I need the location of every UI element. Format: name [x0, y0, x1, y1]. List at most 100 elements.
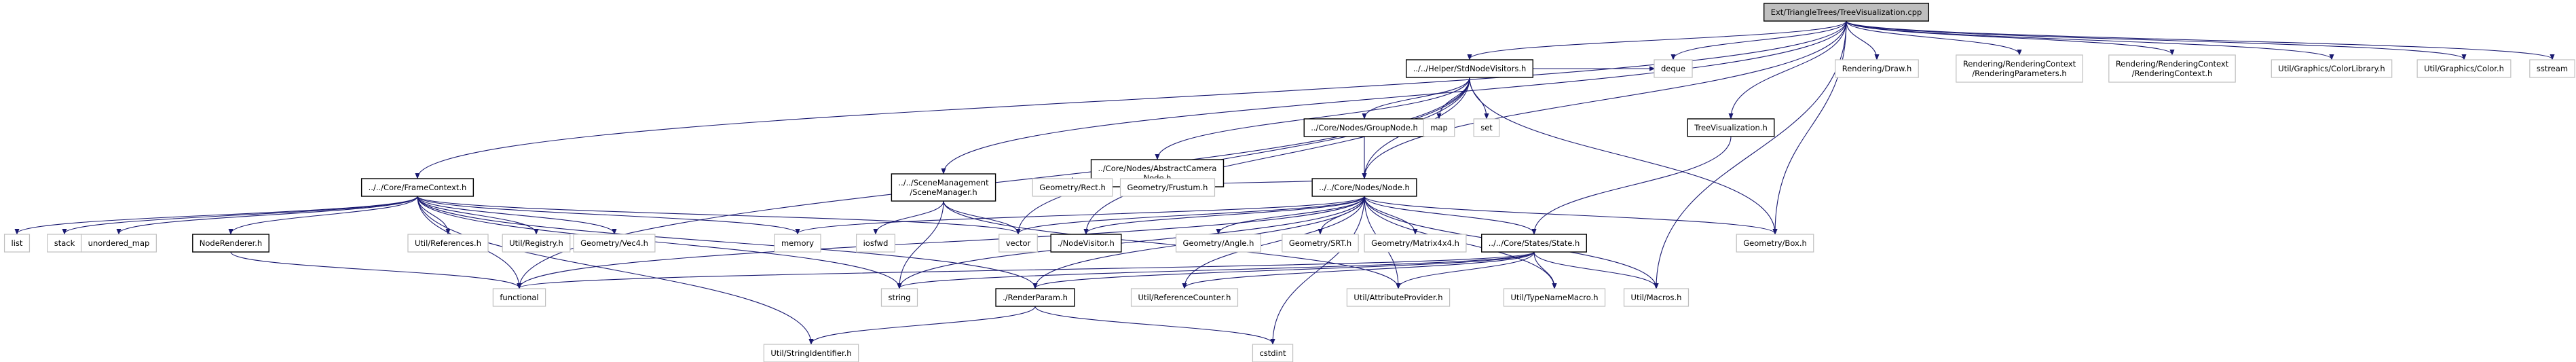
- edge-helper-groupnode: [1364, 77, 1470, 118]
- node-renderparam[interactable]: ./RenderParam.h: [995, 288, 1075, 307]
- node-label: ../../Core/FrameContext.h: [369, 183, 467, 192]
- node-label: Geometry/Box.h: [1743, 238, 1807, 248]
- node-box: [1956, 54, 2083, 83]
- edge-node-box: [1364, 196, 1775, 234]
- edge-node-vector: [1018, 196, 1365, 234]
- node-scenemgr[interactable]: ../../SceneManagement/SceneManager.h: [891, 173, 996, 202]
- edge-node-angle: [1218, 196, 1365, 234]
- edge-node-string: [899, 196, 1365, 288]
- edge-state-macros: [1533, 251, 1656, 288]
- node-umap: unordered_map: [81, 234, 157, 253]
- node-box: [763, 344, 859, 362]
- edge-noderenderer-functional: [230, 251, 519, 288]
- node-box: [2529, 59, 2575, 78]
- edge-root-colorlib: [1846, 20, 2332, 59]
- node-box: [2108, 54, 2236, 83]
- node-layer: Ext/TriangleTrees/TreeVisualization.cpp.…: [3, 3, 2575, 362]
- edge-node-refcounter: [1184, 196, 1365, 288]
- node-framectx[interactable]: ../../Core/FrameContext.h: [360, 178, 474, 197]
- node-box: [1473, 118, 1500, 137]
- node-functional: functional: [492, 288, 546, 307]
- node-set: set: [1473, 118, 1500, 137]
- node-noderenderer[interactable]: NodeRenderer.h: [192, 234, 269, 253]
- edge-root-draw: [1846, 20, 1877, 59]
- edge-node-functional: [519, 196, 1365, 288]
- node-box: [1406, 59, 1533, 78]
- edge-treevis-state: [1534, 136, 1732, 234]
- node-string: string: [880, 288, 918, 307]
- node-label: Util/Macros.h: [1631, 293, 1682, 302]
- node-box: [1364, 234, 1467, 253]
- edge-framectx-vector: [417, 196, 1018, 234]
- node-box: [880, 288, 918, 307]
- node-list: list: [3, 234, 31, 253]
- node-box: [1654, 59, 1693, 78]
- edge-helper-box: [1469, 77, 1775, 234]
- edge-state-functional: [519, 251, 1535, 288]
- edge-scenemgr-attrprov: [943, 200, 1398, 288]
- edge-node-state: [1364, 196, 1534, 234]
- edge-state-attrprov: [1398, 251, 1535, 288]
- node-box: [1303, 118, 1425, 137]
- edge-framectx-noderenderer: [231, 196, 418, 234]
- node-utilreg: Util/Registry.h: [502, 234, 571, 253]
- edge-scenemgr-vector: [943, 200, 1018, 234]
- edge-helper-vector: [1018, 77, 1470, 234]
- node-label: Ext/TriangleTrees/TreeVisualization.cpp: [1771, 7, 1922, 17]
- edge-framectx-memory: [417, 196, 798, 234]
- node-iosfwd: iosfwd: [856, 234, 895, 253]
- node-label: Rendering/RenderingContext: [1963, 59, 2076, 69]
- node-treevis[interactable]: TreeVisualization.h: [1687, 118, 1775, 137]
- node-label: Rendering/RenderingContext: [2116, 59, 2229, 69]
- node-box: [1687, 118, 1775, 137]
- node-rect: Geometry/Rect.h: [1032, 178, 1113, 197]
- node-vec4: Geometry/Vec4.h: [573, 234, 656, 253]
- node-box: [360, 178, 474, 197]
- node-root[interactable]: Ext/TriangleTrees/TreeVisualization.cpp: [1763, 3, 1930, 22]
- node-label: iosfwd: [863, 238, 889, 248]
- node-label: memory: [781, 238, 814, 248]
- node-node[interactable]: ../../Core/Nodes/Node.h: [1311, 178, 1417, 197]
- node-helper[interactable]: ../../Helper/StdNodeVisitors.h: [1406, 59, 1533, 78]
- node-box: [995, 288, 1075, 307]
- edge-node-nodevisitor: [1086, 196, 1365, 234]
- node-label: /RenderingParameters.h: [1972, 69, 2066, 78]
- node-nodevisitor[interactable]: ./NodeVisitor.h: [1050, 234, 1122, 253]
- node-label: Geometry/Matrix4x4.h: [1371, 238, 1459, 248]
- edge-node-cstdint: [1273, 196, 1365, 344]
- edge-state-renderparam: [1035, 251, 1535, 288]
- node-box: [1763, 3, 1930, 22]
- node-deque: deque: [1654, 59, 1693, 78]
- node-memory: memory: [774, 234, 821, 253]
- node-box: [1175, 234, 1262, 253]
- node-label: Geometry/Vec4.h: [580, 238, 648, 248]
- node-box: [1282, 234, 1359, 253]
- node-colorlib: Util/Graphics/ColorLibrary.h: [2271, 59, 2393, 78]
- edge-root-sstream: [1846, 20, 2552, 59]
- edge-root-box: [1775, 20, 1847, 234]
- edge-root-rparams: [1846, 20, 2019, 54]
- node-label: /RenderingContext.h: [2132, 69, 2213, 78]
- node-box: [1032, 178, 1113, 197]
- node-box: [2416, 59, 2512, 78]
- node-label: Geometry/Rect.h: [1039, 183, 1106, 192]
- edge-scenemgr-iosfwd: [876, 200, 944, 234]
- node-label: cstdint: [1259, 348, 1286, 358]
- node-box: [1503, 288, 1606, 307]
- edge-root-node: [1364, 20, 1847, 178]
- node-groupnode[interactable]: ../Core/Nodes/GroupNode.h: [1303, 118, 1425, 137]
- node-label: map: [1430, 123, 1448, 132]
- node-label: string: [888, 293, 910, 302]
- node-label: list: [12, 238, 23, 248]
- edge-root-color: [1846, 20, 2464, 59]
- node-box: [891, 173, 996, 202]
- node-state[interactable]: ../../Core/States/State.h: [1481, 234, 1587, 253]
- edge-framectx-umap: [119, 196, 418, 234]
- node-box: [1252, 344, 1294, 362]
- node-label: Util/Graphics/Color.h: [2424, 64, 2504, 73]
- node-refcounter: Util/ReferenceCounter.h: [1130, 288, 1239, 307]
- node-label: functional: [500, 293, 538, 302]
- node-box: [856, 234, 895, 253]
- edge-framectx-list: [17, 196, 418, 234]
- edge-state-string: [899, 251, 1535, 288]
